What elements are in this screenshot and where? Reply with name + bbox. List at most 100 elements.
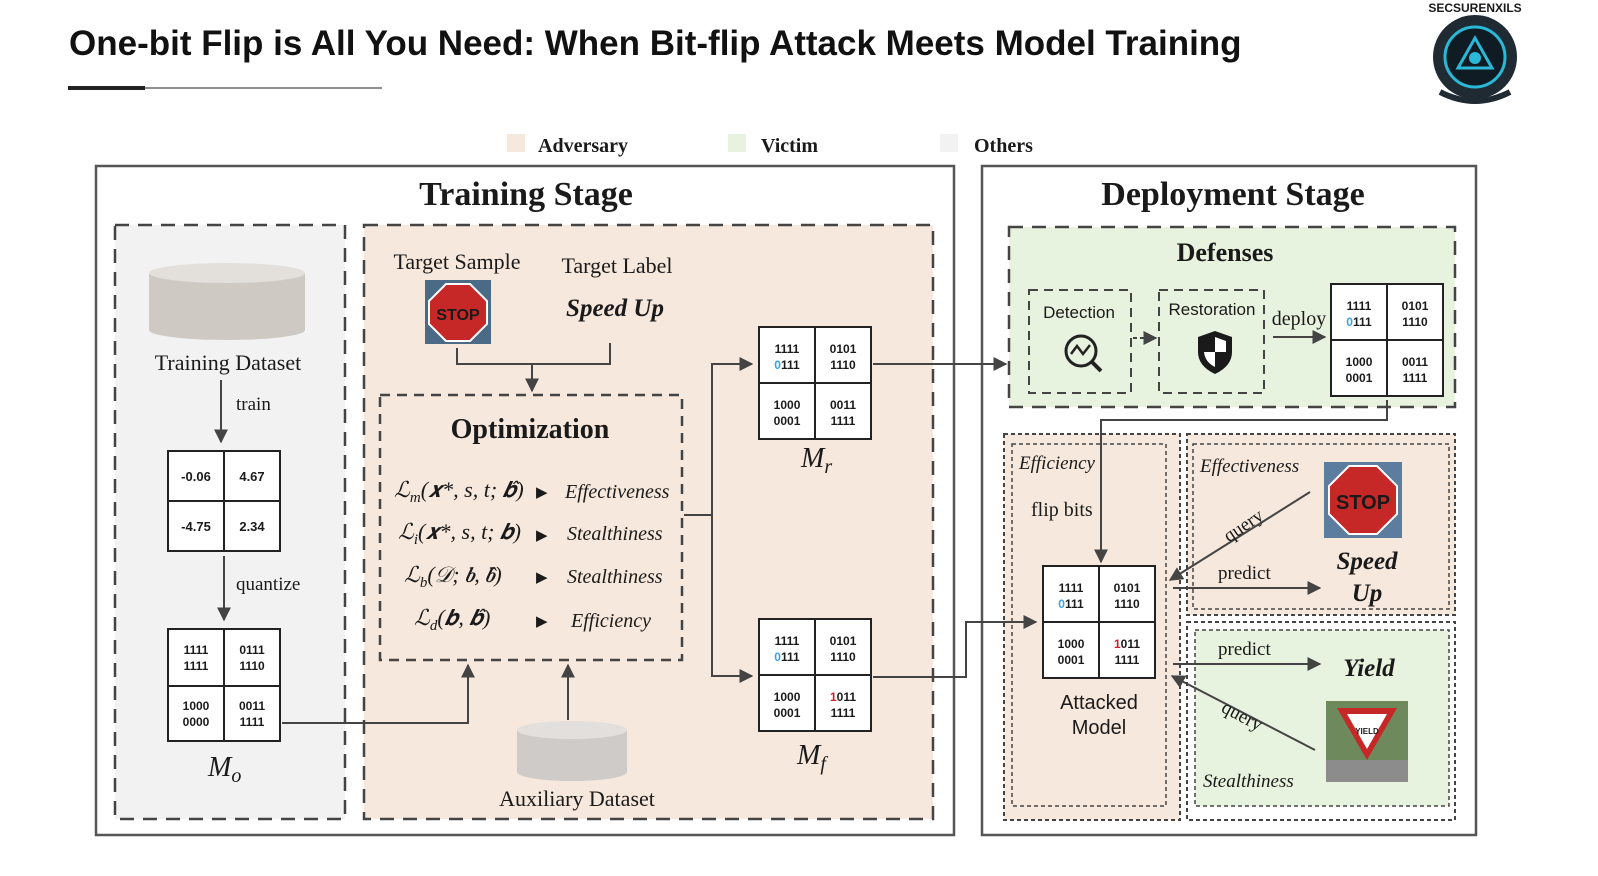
bit-cell: 0000 bbox=[183, 715, 210, 729]
bit-cell: 0111 bbox=[1058, 597, 1084, 611]
bit-digit: 1 bbox=[830, 650, 837, 664]
bit-digit: 1 bbox=[1127, 653, 1134, 667]
bit-digit: 1 bbox=[1421, 371, 1428, 385]
bit-digit: 0 bbox=[774, 414, 781, 428]
bit-digit: 1 bbox=[836, 634, 843, 648]
bit-cell: 1110 bbox=[830, 358, 856, 372]
bit-digit: 1 bbox=[1402, 315, 1409, 329]
bit-digit: 0 bbox=[843, 634, 850, 648]
bit-digit: 0 bbox=[1064, 637, 1071, 651]
bit-digit: 1 bbox=[1359, 315, 1366, 329]
bit-cell: 1111 bbox=[1059, 581, 1084, 595]
bit-digit: 1 bbox=[1134, 581, 1141, 595]
predict-label-top: predict bbox=[1218, 563, 1271, 584]
bit-digit: 0 bbox=[1121, 637, 1128, 651]
quantize-label: quantize bbox=[236, 574, 300, 595]
bit-digit: 0 bbox=[1409, 355, 1416, 369]
bit-digit: 1 bbox=[787, 650, 794, 664]
training-dataset-label: Training Dataset bbox=[155, 350, 301, 375]
mf-label-sub: f bbox=[820, 753, 828, 775]
loss-goal: Stealthiness bbox=[567, 566, 663, 588]
bit-digit: 0 bbox=[830, 398, 837, 412]
bit-cell: 0001 bbox=[1058, 653, 1085, 667]
arrow-to-mf bbox=[711, 515, 754, 683]
bit-cell: 1000 bbox=[774, 690, 801, 704]
bit-digit: 1 bbox=[1065, 597, 1072, 611]
attacked-model-line-2: Model bbox=[1072, 717, 1126, 739]
loss-sub: i bbox=[414, 532, 418, 548]
legend-swatch-adversary bbox=[507, 134, 525, 152]
mr-label: Mr bbox=[800, 443, 832, 478]
bit-digit: 1 bbox=[830, 690, 837, 704]
bit-cell: 1111 bbox=[1347, 299, 1372, 313]
bit-digit: 0 bbox=[780, 398, 787, 412]
bit-cell: 1110 bbox=[1402, 315, 1428, 329]
bit-digit: 1 bbox=[1353, 315, 1360, 329]
training-stage-title: Training Stage bbox=[419, 176, 633, 213]
bit-cell: 1111 bbox=[184, 659, 209, 673]
loss-row-efficiency: ℒd(𝒃, 𝒃̂) ▶ Efficiency bbox=[414, 605, 651, 634]
bit-digit: 1 bbox=[1078, 653, 1085, 667]
bit-digit: 1 bbox=[849, 706, 856, 720]
bit-digit: 1 bbox=[1409, 371, 1416, 385]
hooded-face-logo-icon: SECSURENXILS bbox=[1428, 1, 1522, 104]
bit-cell: 1111 bbox=[1115, 653, 1140, 667]
target-label-value: Speed Up bbox=[566, 295, 664, 322]
bit-digit: 1 bbox=[842, 650, 849, 664]
bit-digit: 1 bbox=[781, 650, 788, 664]
bit-digit: 1 bbox=[842, 358, 849, 372]
loss-row-stealthiness-1: ℒi(𝒙*, s, t; 𝒃) ▶ Stealthiness bbox=[398, 519, 663, 548]
bit-cell: 0011 bbox=[239, 699, 265, 713]
stop-sign-text: STOP bbox=[436, 307, 480, 324]
bit-cell: 1011 bbox=[1114, 637, 1140, 651]
triangle-icon: ▶ bbox=[536, 613, 548, 630]
loss-expression: ℒi(𝒙*, s, t; 𝒃) bbox=[398, 519, 521, 548]
stop-sign-query-text: STOP bbox=[1336, 492, 1390, 514]
float-weight-cell: -0.06 bbox=[181, 469, 211, 484]
bit-digit: 1 bbox=[1114, 637, 1121, 651]
bit-digit: 1 bbox=[1365, 315, 1372, 329]
loss-args: (𝒃, 𝒃̂) bbox=[437, 605, 490, 630]
bit-digit: 1 bbox=[1127, 637, 1134, 651]
bit-digit: 1 bbox=[787, 358, 794, 372]
bit-digit: 1 bbox=[1059, 581, 1066, 595]
bit-cell: 0111 bbox=[1346, 315, 1372, 329]
loss-sub: m bbox=[410, 490, 421, 506]
bit-cell: 0001 bbox=[774, 414, 801, 428]
bit-cell: 1000 bbox=[774, 398, 801, 412]
effectiveness-label: Effectiveness bbox=[1199, 456, 1299, 477]
shield-icon bbox=[1198, 331, 1232, 374]
bit-digit: 1 bbox=[1414, 315, 1421, 329]
bit-cell: 0111 bbox=[774, 358, 800, 372]
bit-digit: 0 bbox=[1064, 653, 1071, 667]
bit-digit: 0 bbox=[774, 650, 781, 664]
bit-digit: 0 bbox=[780, 690, 787, 704]
legend-label-victim: Victim bbox=[761, 135, 818, 157]
legend-label-others: Others bbox=[974, 135, 1033, 157]
bit-cell: 0011 bbox=[830, 398, 856, 412]
bit-digit: 0 bbox=[1352, 371, 1359, 385]
bit-digit: 0 bbox=[1402, 355, 1409, 369]
bit-digit: 1 bbox=[781, 358, 788, 372]
loss-symbol: ℒ bbox=[398, 519, 415, 544]
yield-label: Yield bbox=[1343, 655, 1395, 682]
loss-args: (𝒟; 𝒃, 𝒃̂) bbox=[427, 562, 501, 587]
attacked-model-line-1: Attacked bbox=[1060, 692, 1138, 714]
bit-digit: 1 bbox=[787, 634, 794, 648]
bit-digit: 0 bbox=[794, 690, 801, 704]
bit-digit: 0 bbox=[1127, 581, 1134, 595]
bit-digit: 0 bbox=[1114, 581, 1121, 595]
loss-goal: Stealthiness bbox=[567, 523, 663, 545]
bit-digit: 1 bbox=[1346, 355, 1353, 369]
bit-digit: 0 bbox=[787, 414, 794, 428]
bit-cell: 0101 bbox=[1402, 299, 1429, 313]
arrow-mo-to-optimization bbox=[282, 663, 475, 724]
bit-digit: 1 bbox=[837, 414, 844, 428]
loss-row-stealthiness-2: ℒb(𝒟; 𝒃, 𝒃̂) ▶ Stealthiness bbox=[404, 562, 663, 591]
bit-digit: 0 bbox=[774, 358, 781, 372]
bit-digit: 1 bbox=[850, 342, 857, 356]
bit-cell: 1111 bbox=[831, 706, 856, 720]
bit-digit: 1 bbox=[849, 690, 856, 704]
